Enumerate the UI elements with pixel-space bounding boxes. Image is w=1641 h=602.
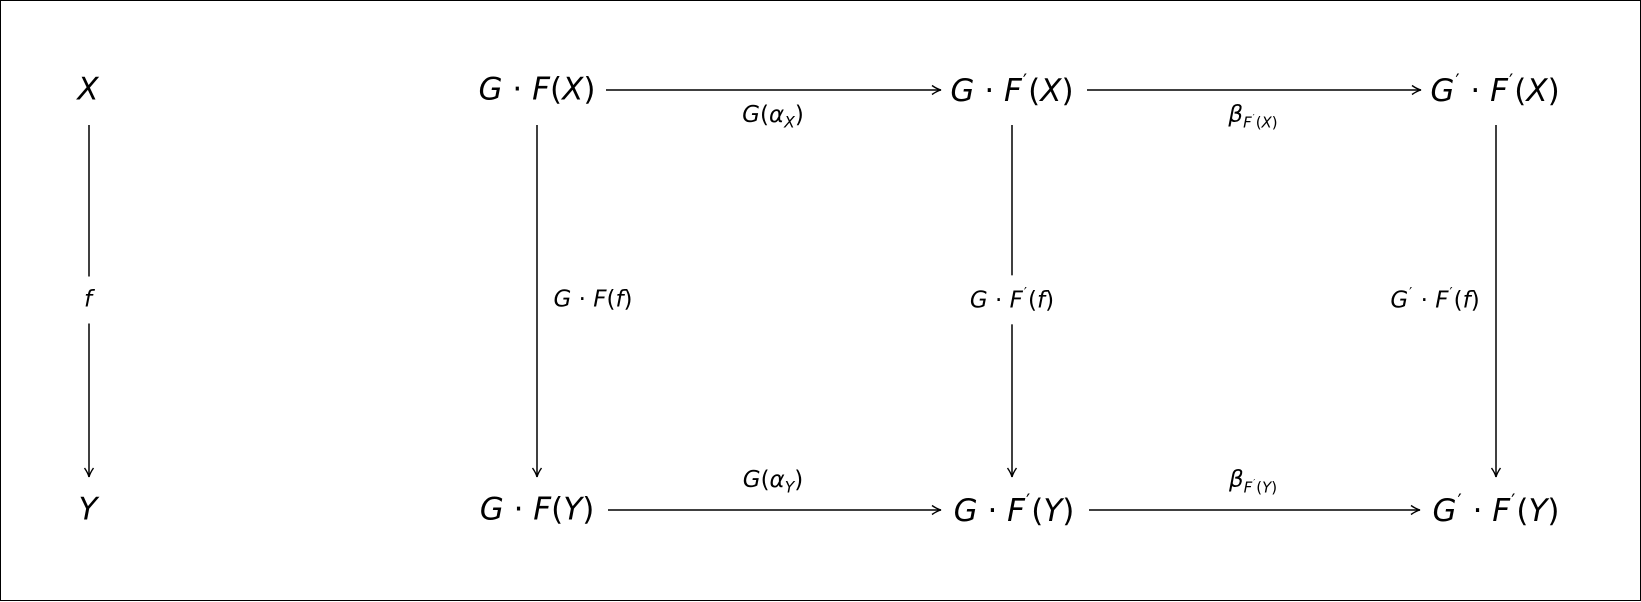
label-gff: G · F(f) [553,286,633,313]
node-gpfpy: G′ · F′(Y) [1432,491,1560,529]
label-gff-text: G · F(f) [553,286,633,313]
node-gfpy-text: G · F′(Y) [953,491,1075,529]
node-gfpx: G · F′(X) [950,71,1074,109]
label-beta-fpx-text: βF′(X) [1228,101,1278,132]
node-gfpy: G · F′(Y) [953,491,1075,529]
node-y: Y [78,491,98,528]
label-f-text: f [83,286,93,313]
label-g-alpha-x-text: G(αX) [742,101,804,132]
label-beta-fpy-text: βF′(Y) [1228,466,1278,497]
label-g-alpha-x: G(αX) [742,101,804,132]
node-gfx: G · F(X) [478,71,596,108]
node-y-text: Y [78,491,98,528]
node-gfy: G · F(Y) [479,491,595,528]
node-gpfpx: G′ · F′(X) [1430,71,1560,109]
label-beta-fpy: βF′(Y) [1228,466,1278,497]
node-gfx-text: G · F(X) [478,71,596,108]
label-gfpf: G · F′(f) [967,275,1057,325]
node-x: X [77,71,99,108]
label-gpfpf-text: G′ · F′(f) [1390,285,1480,314]
label-beta-fpx: βF′(X) [1228,101,1278,132]
node-gpfpy-text: G′ · F′(Y) [1432,491,1560,529]
label-f: f [81,276,95,324]
node-gfpx-text: G · F′(X) [950,71,1074,109]
node-x-text: X [77,71,99,108]
node-gfy-text: G · F(Y) [479,491,595,528]
label-g-alpha-y: G(αY) [742,466,804,497]
node-gpfpx-text: G′ · F′(X) [1430,71,1560,109]
label-g-alpha-y-text: G(αY) [742,466,804,497]
label-gpfpf: G′ · F′(f) [1390,285,1480,314]
label-gfpf-text: G · F′(f) [969,285,1055,314]
